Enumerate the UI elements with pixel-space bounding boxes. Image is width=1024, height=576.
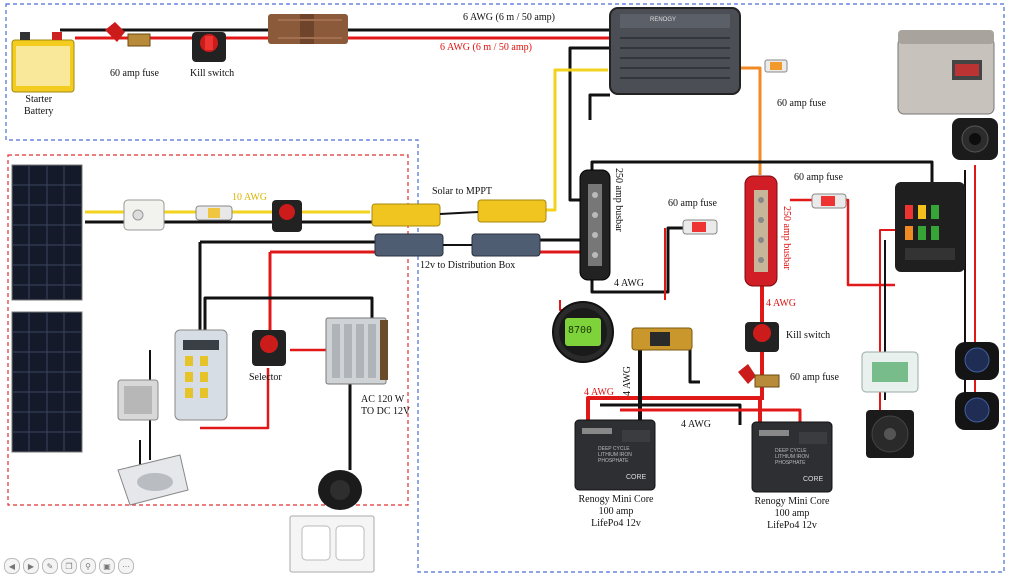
lifepo4-battery-1 bbox=[574, 419, 656, 491]
wire-red-batt1 bbox=[586, 396, 760, 425]
kill-switch-right bbox=[745, 322, 779, 352]
usb-socket-2 bbox=[955, 392, 999, 430]
awg4-red-busbar-label: 4 AWG bbox=[766, 298, 797, 309]
kill-switch-right-label: Kill switch bbox=[786, 330, 831, 341]
solar-breaker bbox=[272, 200, 302, 232]
fuse-60-battery bbox=[738, 364, 780, 388]
battery-meter bbox=[552, 301, 614, 363]
busbar-black bbox=[579, 169, 611, 281]
wire-black-batt2 bbox=[600, 403, 742, 425]
battery2-core-text: CORE bbox=[803, 476, 824, 483]
search-icon[interactable]: ⚲ bbox=[80, 558, 96, 574]
fuse-box-left bbox=[174, 329, 228, 421]
battery2-label: Renogy Mini Core 100 amp LifePo4 12v bbox=[754, 496, 830, 531]
awg10-label: 10 AWG bbox=[232, 192, 268, 203]
awg4-between-label: 4 AWG bbox=[681, 419, 712, 430]
battery1-core-text: CORE bbox=[626, 474, 647, 481]
meter-reading: 8700 bbox=[568, 325, 593, 336]
more-icon[interactable]: ⋯ bbox=[118, 558, 134, 574]
awg6-red-label: 6 AWG (6 m / 50 amp) bbox=[440, 42, 532, 53]
anderson-connector-brown bbox=[268, 14, 348, 44]
usb-socket-1 bbox=[955, 342, 999, 380]
wire-red-batt3 bbox=[620, 408, 802, 425]
selector-label: Selector bbox=[249, 372, 282, 383]
fuse-inline-solar bbox=[195, 205, 233, 221]
busbar-black-label: 250 amp busbar bbox=[613, 168, 624, 232]
cooling-fan bbox=[866, 410, 914, 458]
ac-converter-label: AC 120 W TO DC 12V bbox=[361, 394, 411, 417]
battery1-face-text: DEEP CYCLE LITHIUM IRON PHOSPHATE bbox=[598, 446, 632, 464]
renogy-brand-label: RENOGY bbox=[650, 17, 677, 23]
ac-dc-converter bbox=[325, 317, 388, 385]
power-plug bbox=[318, 470, 362, 510]
awg4-mid-label: 4 AWG bbox=[614, 278, 645, 289]
wire-black-fusebox-top bbox=[203, 296, 374, 330]
pen-icon[interactable]: ✎ bbox=[42, 558, 58, 574]
solar-panel-bottom bbox=[11, 311, 83, 453]
fuse-60-top-label: 60 amp fuse bbox=[110, 68, 159, 79]
wire-orange-mppt bbox=[740, 66, 762, 175]
fuse-60-right-label: 60 amp fuse bbox=[794, 172, 843, 183]
wire-red-dist bbox=[268, 250, 375, 330]
battery1-label: Renogy Mini Core 100 amp LifePo4 12v bbox=[578, 494, 654, 529]
starter-region-border bbox=[5, 3, 1005, 573]
anderson-connector-grey bbox=[374, 233, 541, 257]
fuse-block-right bbox=[895, 182, 965, 272]
cigarette-socket bbox=[952, 118, 998, 160]
anderson-connector-yellow bbox=[371, 199, 547, 227]
solar-to-mppt-label: Solar to MPPT bbox=[432, 186, 493, 197]
lifepo4-battery-2 bbox=[751, 421, 833, 493]
portable-fridge bbox=[897, 30, 995, 115]
wire-black-mppt-bottom bbox=[588, 93, 610, 120]
controller-board bbox=[861, 351, 919, 393]
fuse-60-mppt-label: 60 amp fuse bbox=[777, 98, 826, 109]
wire-yellow-mppt bbox=[545, 68, 608, 212]
fuse-60-mppt bbox=[764, 59, 788, 73]
selector-switch bbox=[252, 330, 286, 366]
fuse-60-left bbox=[682, 219, 718, 235]
awg4-vertical-label: 4 AWG bbox=[622, 365, 633, 396]
fuse-60-right bbox=[811, 193, 847, 209]
fuse-60-top bbox=[105, 22, 151, 47]
dist-12v-label: 12v to Distribution Box bbox=[420, 260, 516, 271]
kill-switch-top-label: Kill switch bbox=[190, 68, 235, 79]
awg4-red-battery-label: 4 AWG bbox=[584, 387, 615, 398]
solar-junction-box bbox=[123, 199, 165, 231]
starter-battery-label: Starter Battery bbox=[24, 94, 54, 117]
slideshow-toolbar: ◀ ▶ ✎ ❐ ⚲ ▣ ⋯ bbox=[4, 558, 134, 574]
camera-icon[interactable]: ▣ bbox=[99, 558, 115, 574]
awg6-black-label: 6 AWG (6 m / 50 amp) bbox=[463, 12, 555, 23]
wire-black-mppt bbox=[568, 46, 610, 202]
fuse-60-battery-label: 60 amp fuse bbox=[790, 372, 839, 383]
roof-vent-fan bbox=[117, 454, 189, 506]
dc-dc-charger bbox=[609, 7, 741, 95]
voltage-regulator bbox=[117, 379, 159, 421]
kill-switch-top bbox=[192, 32, 226, 62]
wire-red-fuse-right bbox=[845, 198, 895, 287]
previous-icon[interactable]: ◀ bbox=[4, 558, 20, 574]
region-borders bbox=[5, 3, 1005, 573]
wire-red-selector-down bbox=[200, 368, 270, 430]
wire-red-right-2 bbox=[879, 229, 895, 410]
busbar-red bbox=[744, 175, 778, 287]
shunt bbox=[631, 327, 693, 351]
fuse-60-left-label: 60 amp fuse bbox=[668, 198, 717, 209]
solar-panel-top bbox=[11, 164, 83, 301]
next-icon[interactable]: ▶ bbox=[23, 558, 39, 574]
wire-black-batt3 bbox=[688, 340, 700, 384]
starter-battery bbox=[11, 32, 75, 93]
battery2-face-text: DEEP CYCLE LITHIUM IRON PHOSPHATE bbox=[775, 448, 809, 466]
wire-black-4awg bbox=[590, 226, 690, 294]
wire-black-dist bbox=[198, 240, 375, 330]
wires bbox=[60, 28, 976, 470]
solar-region-border bbox=[7, 154, 409, 506]
busbar-red-label: 250 amp busbar bbox=[781, 206, 792, 270]
wall-outlet bbox=[289, 515, 375, 573]
copy-icon[interactable]: ❐ bbox=[61, 558, 77, 574]
